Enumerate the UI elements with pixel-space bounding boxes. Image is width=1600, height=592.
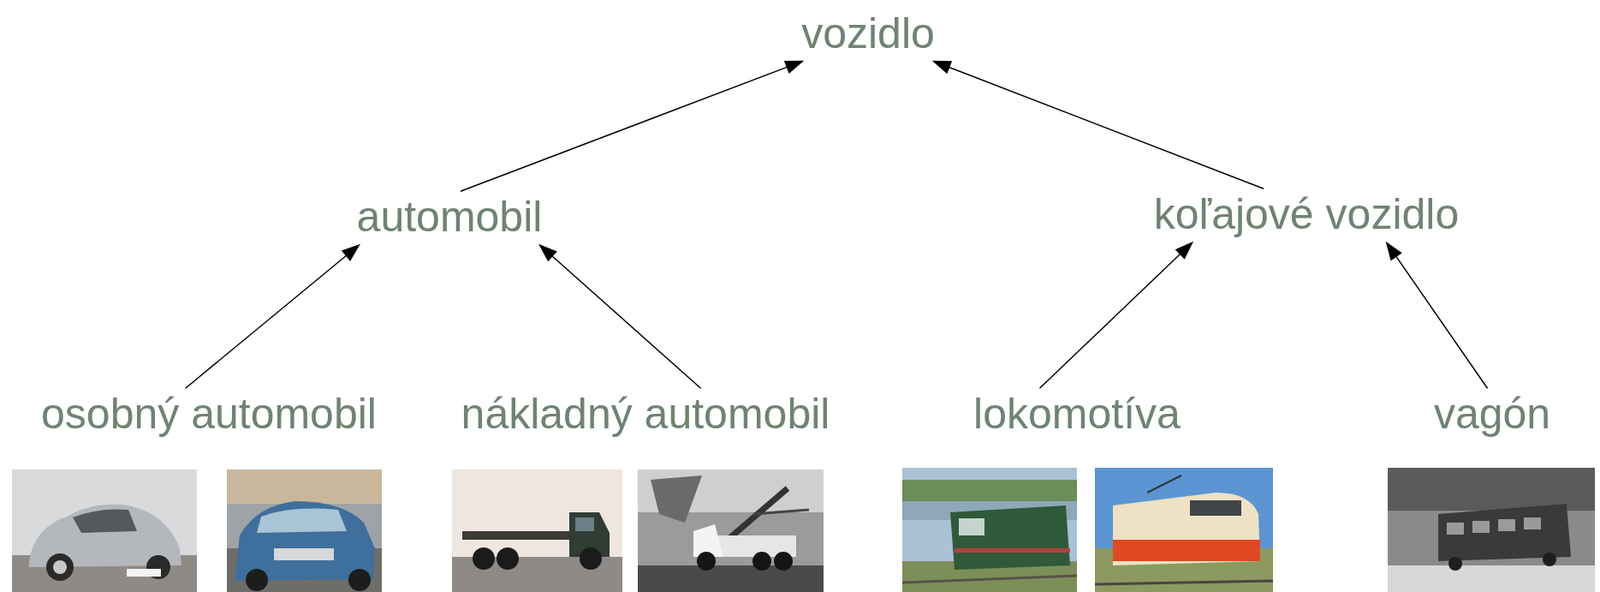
hierarchy-arrow bbox=[538, 243, 702, 389]
category-node: nákladný automobil bbox=[456, 386, 836, 443]
wagon-photo bbox=[1387, 467, 1595, 592]
category-label: vagón bbox=[1433, 389, 1551, 440]
category-label: vozidlo bbox=[801, 9, 935, 60]
hierarchy-arrow bbox=[1039, 241, 1194, 389]
locomotive-photo bbox=[902, 467, 1077, 592]
arrow-line bbox=[551, 255, 702, 388]
car-photo bbox=[226, 469, 382, 592]
category-node: lokomotíva bbox=[968, 386, 1186, 443]
category-node: automobil bbox=[351, 189, 548, 246]
hierarchy-arrow bbox=[185, 243, 361, 389]
arrow-head bbox=[538, 243, 558, 262]
arrow-head bbox=[1385, 241, 1403, 262]
arrow-line bbox=[460, 66, 789, 191]
category-node: koľajové vozidlo bbox=[1148, 186, 1464, 244]
car-photo bbox=[11, 469, 197, 592]
hierarchy-arrow bbox=[932, 60, 1264, 190]
category-node: vagón bbox=[1428, 386, 1556, 443]
truck-photo bbox=[637, 469, 824, 592]
arrow-line bbox=[947, 66, 1264, 189]
arrow-head bbox=[1175, 241, 1194, 260]
arrow-line bbox=[1039, 253, 1181, 389]
arrow-head bbox=[932, 60, 952, 74]
arrow-head bbox=[341, 243, 361, 262]
arrow-head bbox=[784, 60, 804, 74]
locomotive-photo bbox=[1094, 467, 1273, 592]
category-node: vozidlo bbox=[796, 5, 940, 63]
hierarchy-arrow bbox=[1385, 241, 1488, 389]
category-label: osobný automobil bbox=[41, 389, 377, 440]
category-label: lokomotíva bbox=[973, 389, 1181, 440]
category-label: nákladný automobil bbox=[461, 389, 831, 440]
hierarchy-arrow bbox=[460, 60, 804, 192]
category-label: automobil bbox=[356, 192, 543, 243]
arrow-line bbox=[1395, 255, 1487, 388]
category-node: osobný automobil bbox=[35, 386, 382, 443]
category-label: koľajové vozidlo bbox=[1153, 190, 1459, 240]
arrow-line bbox=[185, 254, 348, 388]
truck-photo bbox=[452, 469, 623, 592]
